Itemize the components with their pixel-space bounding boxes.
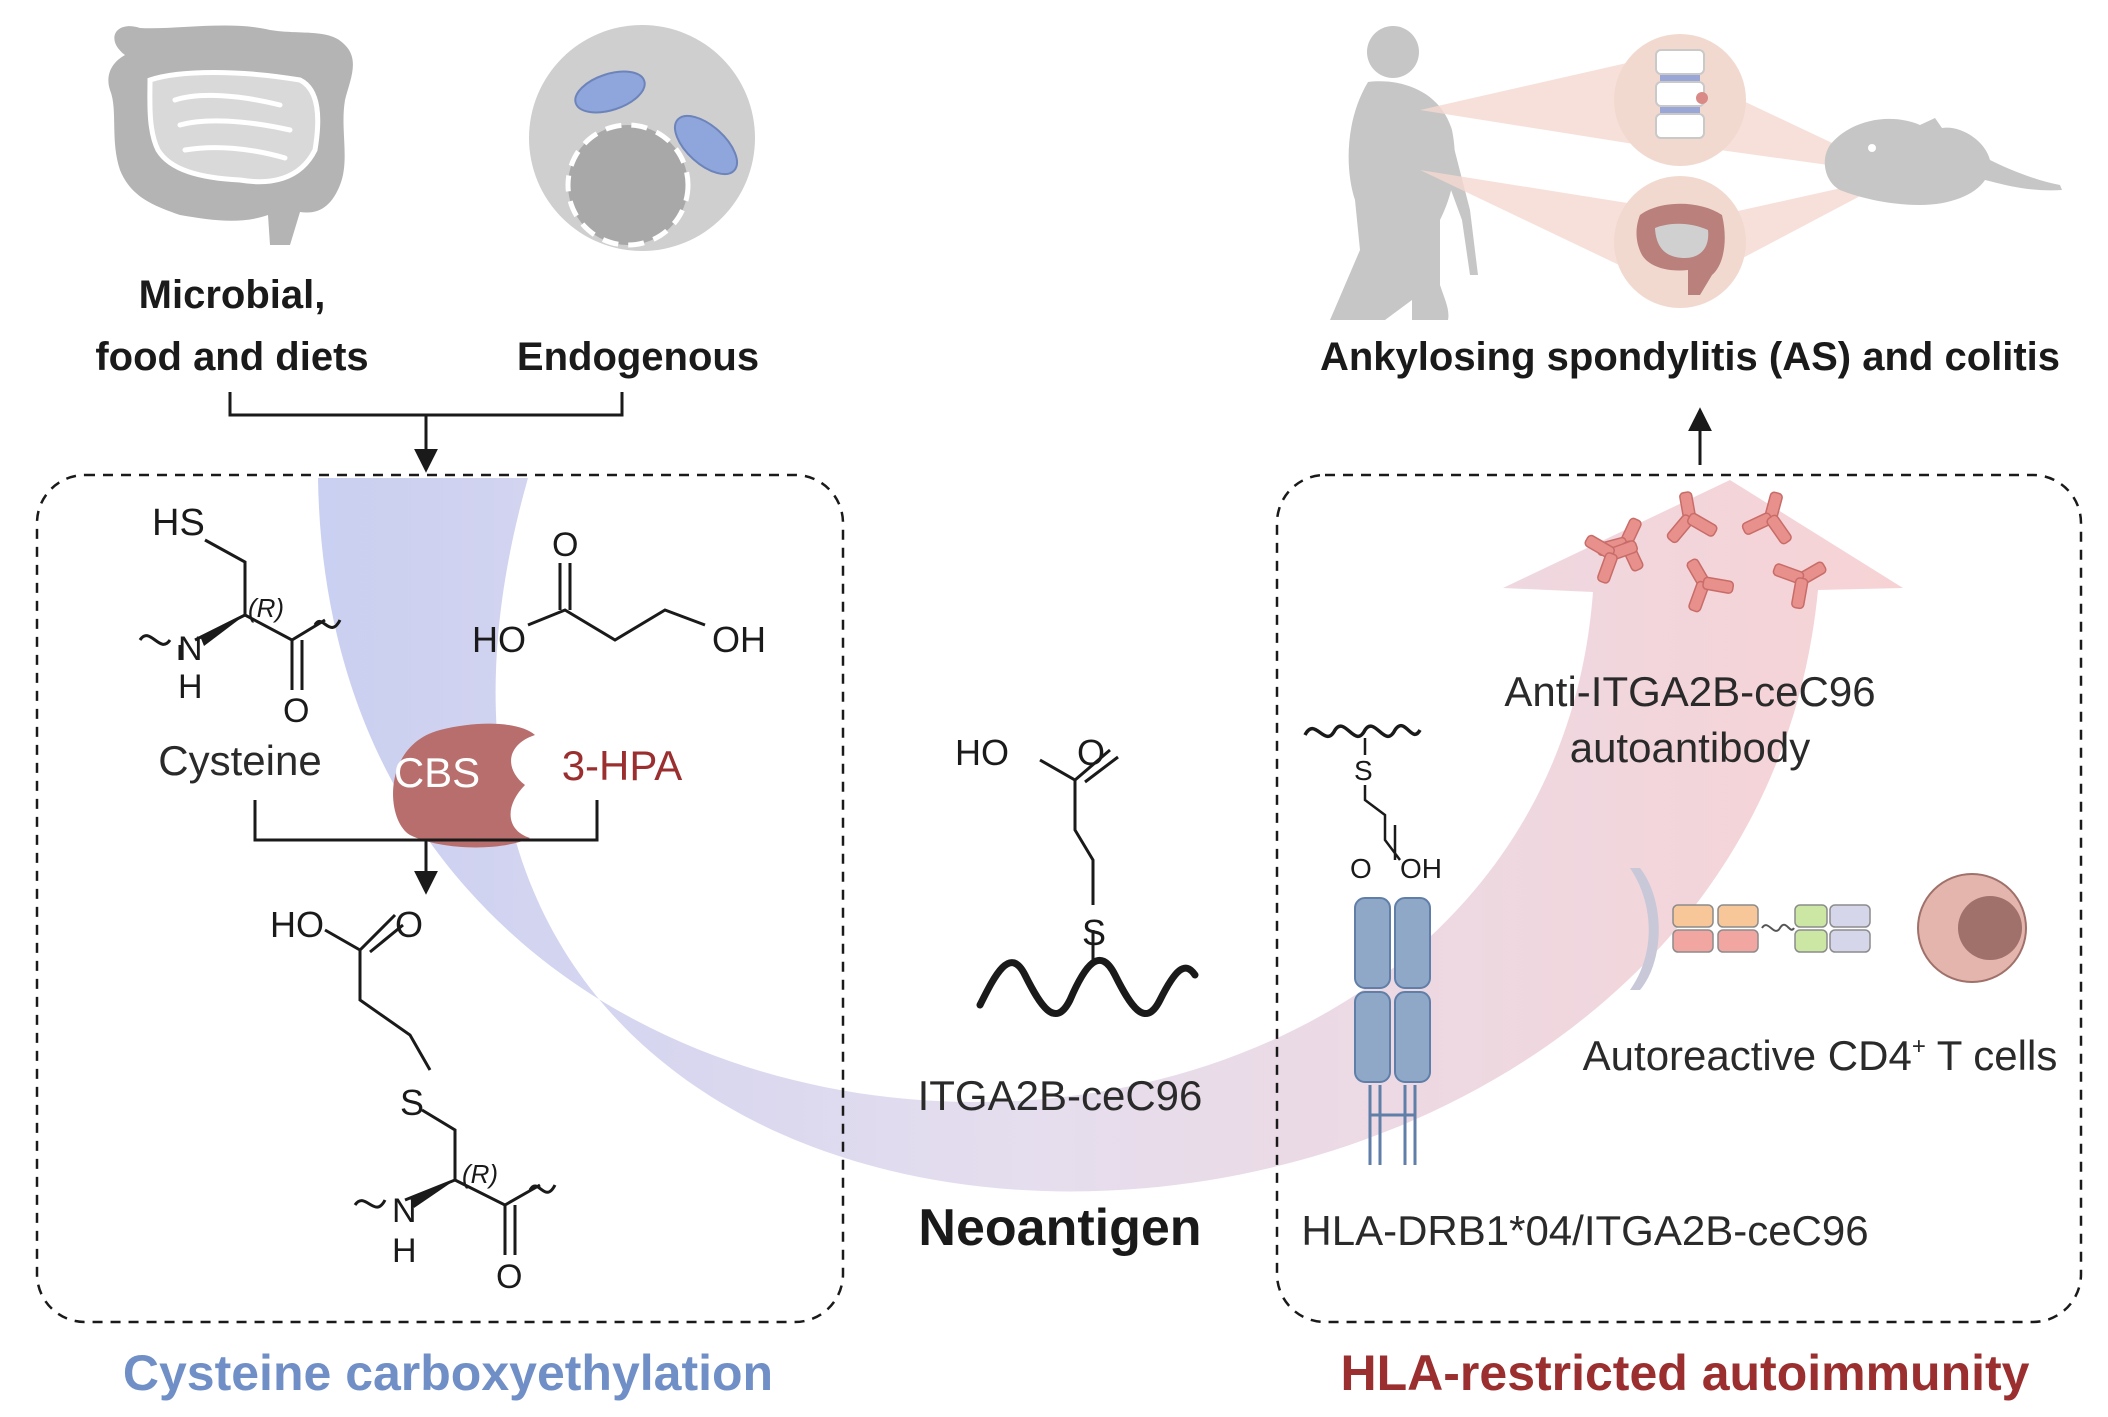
connector-cone — [1420, 60, 1640, 145]
cell-icon — [529, 25, 755, 251]
stereo-wedge — [200, 615, 245, 646]
hpa-label: 3-HPA — [562, 742, 683, 789]
pathway-arrow — [318, 478, 1903, 1192]
neoantigen-title: Neoantigen — [918, 1199, 1201, 1257]
source-merge-connector — [228, 392, 624, 468]
protein-label: ITGA2B-ceC96 — [918, 1072, 1203, 1119]
mitochondrion-icon — [674, 114, 738, 176]
atom-n: N — [178, 630, 203, 668]
neo-atom-s: S — [1082, 912, 1106, 953]
hla-molecule-icon — [1354, 897, 1431, 1083]
left-panel-frame — [35, 473, 845, 1324]
hla-peptide-structure — [1303, 723, 1422, 861]
atom-r: (R) — [248, 593, 284, 623]
left-panel-title: Cysteine carboxyethylation — [123, 1345, 773, 1401]
atom-o: O — [283, 692, 309, 730]
atom-hs: HS — [152, 502, 205, 544]
reaction-connector — [253, 800, 599, 890]
hla-label: HLA-DRB1*04/ITGA2B-ceC96 — [1301, 1207, 1868, 1254]
right-panel-title: HLA-restricted autoimmunity — [1341, 1345, 2030, 1401]
source-microbial-line2: food and diets — [95, 335, 368, 379]
product-atom-r: (R) — [462, 1159, 498, 1189]
neoantigen-structure — [1039, 748, 1119, 960]
t-cell-icon — [1917, 873, 2027, 983]
connector-cone — [1420, 170, 1640, 275]
neo-atom-o: O — [1077, 732, 1105, 773]
membrane-anchor — [1368, 1085, 1417, 1165]
intestine-icon — [108, 25, 353, 245]
product-atom-n: N — [392, 1192, 417, 1230]
apc-membrane — [1630, 868, 1659, 990]
colon-icon — [1614, 176, 1746, 308]
tcr-mhc-complex — [1672, 904, 1871, 953]
product-atom-o2: O — [496, 1258, 522, 1296]
cysteine-structure — [138, 538, 342, 690]
product-atom-s: S — [400, 1082, 424, 1123]
mouse-icon — [1824, 118, 2062, 205]
mitochondrion-icon — [574, 70, 646, 114]
hla-atom-s: S — [1354, 755, 1373, 786]
spine-icon — [1614, 34, 1746, 166]
right-panel-frame — [1275, 473, 2083, 1324]
peptide-chain-icon — [976, 957, 1199, 1017]
autoantibody-label-line2: autoantibody — [1570, 724, 1811, 771]
hla-atom-oh: OH — [1400, 853, 1442, 884]
atom-h: H — [178, 668, 203, 706]
cysteine-label: Cysteine — [158, 737, 321, 784]
source-endogenous: Endogenous — [517, 335, 759, 379]
patient-icon — [1330, 26, 1478, 320]
peptide-squiggle — [1761, 923, 1795, 932]
product-atom-ho: HO — [270, 904, 324, 945]
product-atom-o: O — [395, 904, 423, 945]
hpa-atom-oh: OH — [712, 619, 766, 660]
cbs-enzyme-icon — [393, 723, 535, 848]
hpa-structure — [527, 563, 706, 642]
hpa-atom-ho: HO — [472, 619, 526, 660]
connector-cone — [1720, 175, 1900, 270]
autoantibody-label-line1: Anti-ITGA2B-ceC96 — [1504, 668, 1875, 715]
tcell-label: Autoreactive CD4+ T cells — [1583, 1032, 2058, 1079]
product-atom-h: H — [392, 1232, 417, 1270]
source-microbial-line1: Microbial, — [139, 273, 326, 317]
hla-atom-o: O — [1350, 853, 1372, 884]
cbs-label: CBS — [394, 749, 480, 796]
hpa-atom-o: O — [552, 526, 578, 564]
neo-atom-ho: HO — [955, 732, 1009, 773]
autoantibody-icons — [1584, 491, 1827, 613]
stereo-wedge — [410, 1180, 455, 1208]
disease-label: Ankylosing spondylitis (AS) and colitis — [1320, 335, 2060, 379]
product-structure — [324, 913, 557, 1255]
